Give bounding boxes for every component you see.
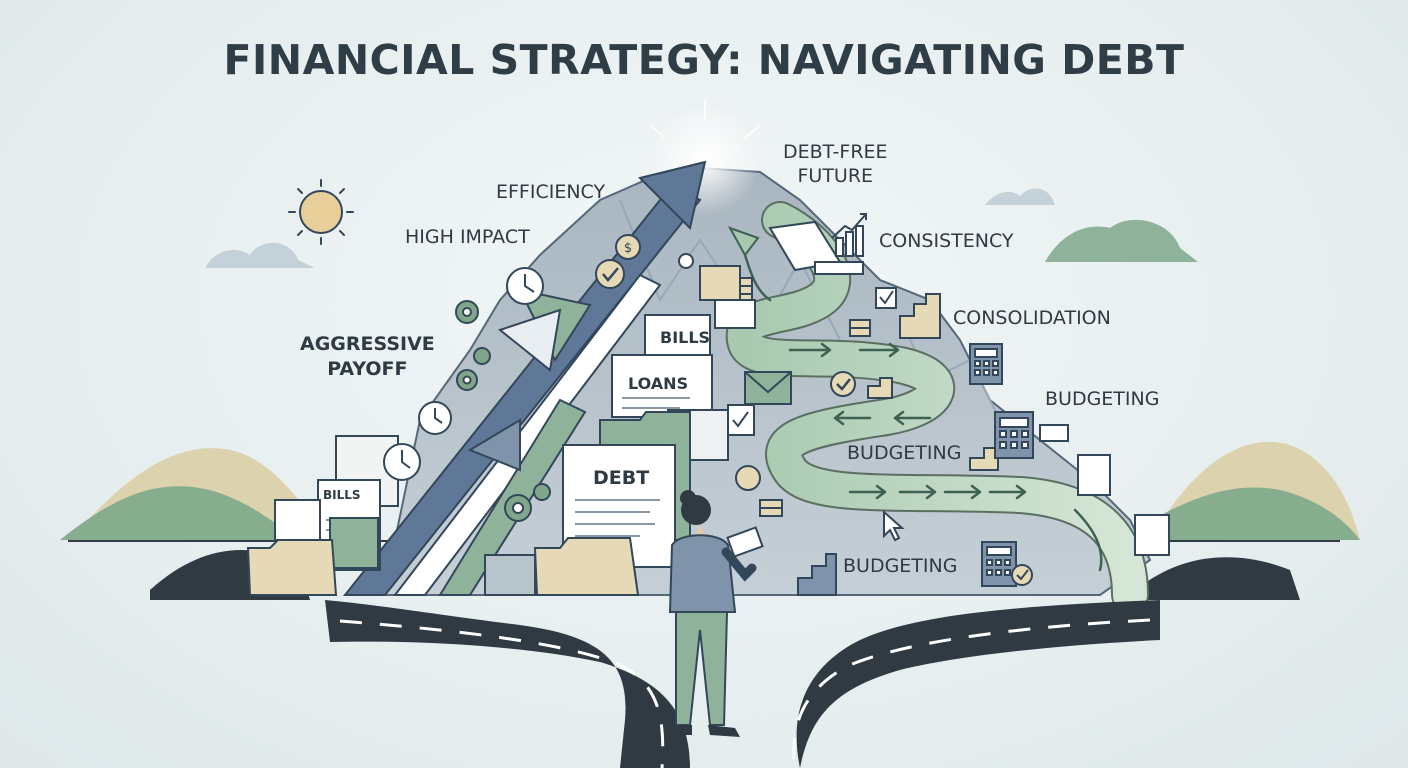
stairs-icon [867, 293, 999, 471]
document-icon [1077, 454, 1111, 496]
bar-chart-icon [831, 213, 867, 257]
page-title: FINANCIAL STRATEGY: NAVIGATING DEBT [223, 36, 1185, 84]
stairs-icon [797, 553, 837, 596]
label-debt-free-future: DEBT-FREE FUTURE [783, 141, 888, 187]
label-consistency: CONSISTENCY [879, 230, 1014, 252]
folder-icon [533, 537, 640, 596]
label-aggressive-payoff: AGGRESSIVE PAYOFF [300, 333, 435, 380]
folder-icon [246, 539, 338, 596]
cloud-icon [1045, 219, 1198, 262]
label-high-impact: HIGH IMPACT [405, 226, 530, 248]
coin-icon [678, 253, 694, 269]
checkmark-icon [830, 371, 856, 397]
checkmark-icon [875, 287, 897, 309]
clock-icon [383, 267, 544, 481]
cursor-icon [883, 509, 905, 542]
label-budgeting: BUDGETING [847, 442, 962, 464]
document-label-bills: BILLS [660, 328, 711, 347]
cloud-icon [205, 242, 315, 268]
scroll-icon [768, 220, 864, 275]
envelope-icon [744, 371, 792, 405]
checkmark-icon [595, 259, 625, 289]
background-hills [60, 441, 1360, 600]
document-label-loans: LOANS [628, 374, 689, 393]
label-budgeting: BUDGETING [843, 555, 958, 577]
document-label-bills-small: BILLS [323, 488, 361, 502]
checklist-icon [727, 404, 755, 436]
document-label-debt: DEBT [593, 467, 650, 489]
gear-icon [455, 300, 551, 522]
calculator-icon [969, 343, 1003, 385]
svg-text:$: $ [624, 241, 632, 256]
calculator-icon [981, 541, 1017, 587]
calculator-icon [994, 411, 1034, 459]
person-figure [668, 490, 764, 737]
winding-path [725, 201, 1149, 614]
label-budgeting: BUDGETING [1045, 388, 1160, 410]
road [325, 600, 1160, 768]
dollar-coin-icon: $ [615, 234, 641, 260]
checkmark-icon [1011, 564, 1033, 586]
cloud-icon [985, 188, 1055, 205]
label-consolidation: CONSOLIDATION [953, 307, 1111, 329]
document-box [714, 299, 756, 329]
document-icon [1134, 514, 1170, 556]
sun-icon [288, 179, 354, 245]
document-box [699, 265, 741, 301]
document-icon [1039, 424, 1069, 442]
label-efficiency: EFFICIENCY [496, 181, 606, 203]
documents-cluster [246, 314, 729, 596]
